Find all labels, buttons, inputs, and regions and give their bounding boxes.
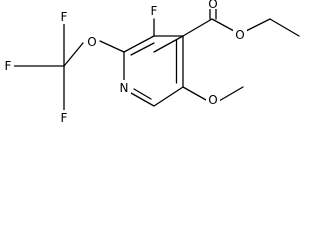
bond-o-cf3 [63,42,84,67]
atom-labels: F O N F F F O O O [2,0,247,125]
oxygen-ring-label: O [87,35,96,49]
pyridine-ring [123,35,184,107]
oxygen-ester-label: O [235,28,244,42]
bond-c2-c3 [123,35,155,53]
oxygen-carbonyl-label: O [208,0,217,11]
oxygen-methoxy-label: O [208,93,217,107]
fluorine-cf3-top-label: F [61,10,68,24]
bond-c5-o-methoxy [182,86,207,101]
fluorine-cf3-left-label: F [5,59,12,73]
nitrogen-ring-label: N [120,81,129,95]
bond-c2-c3-inner [130,42,155,56]
bond-c2-o [99,40,125,53]
bond-ethyl-ch2-ch3 [269,18,300,37]
bond-c4-carbonyl [182,18,213,37]
fluorine-cf3-bottom-label: F [61,111,68,125]
bond-c3-c4 [153,35,184,53]
bond-c6-n-inner [133,88,152,100]
bond-c5-c6 [153,86,184,107]
substituent-bonds [13,6,300,113]
bond-o-ethyl-ch2 [245,18,271,32]
bond-c6-n [130,92,155,107]
fluorine-ring-label: F [151,4,158,18]
bond-o-methyl [218,86,244,102]
bond-carbonyl-o-ester [211,18,235,32]
chemical-structure: F O N F F F O O O [2,0,300,125]
